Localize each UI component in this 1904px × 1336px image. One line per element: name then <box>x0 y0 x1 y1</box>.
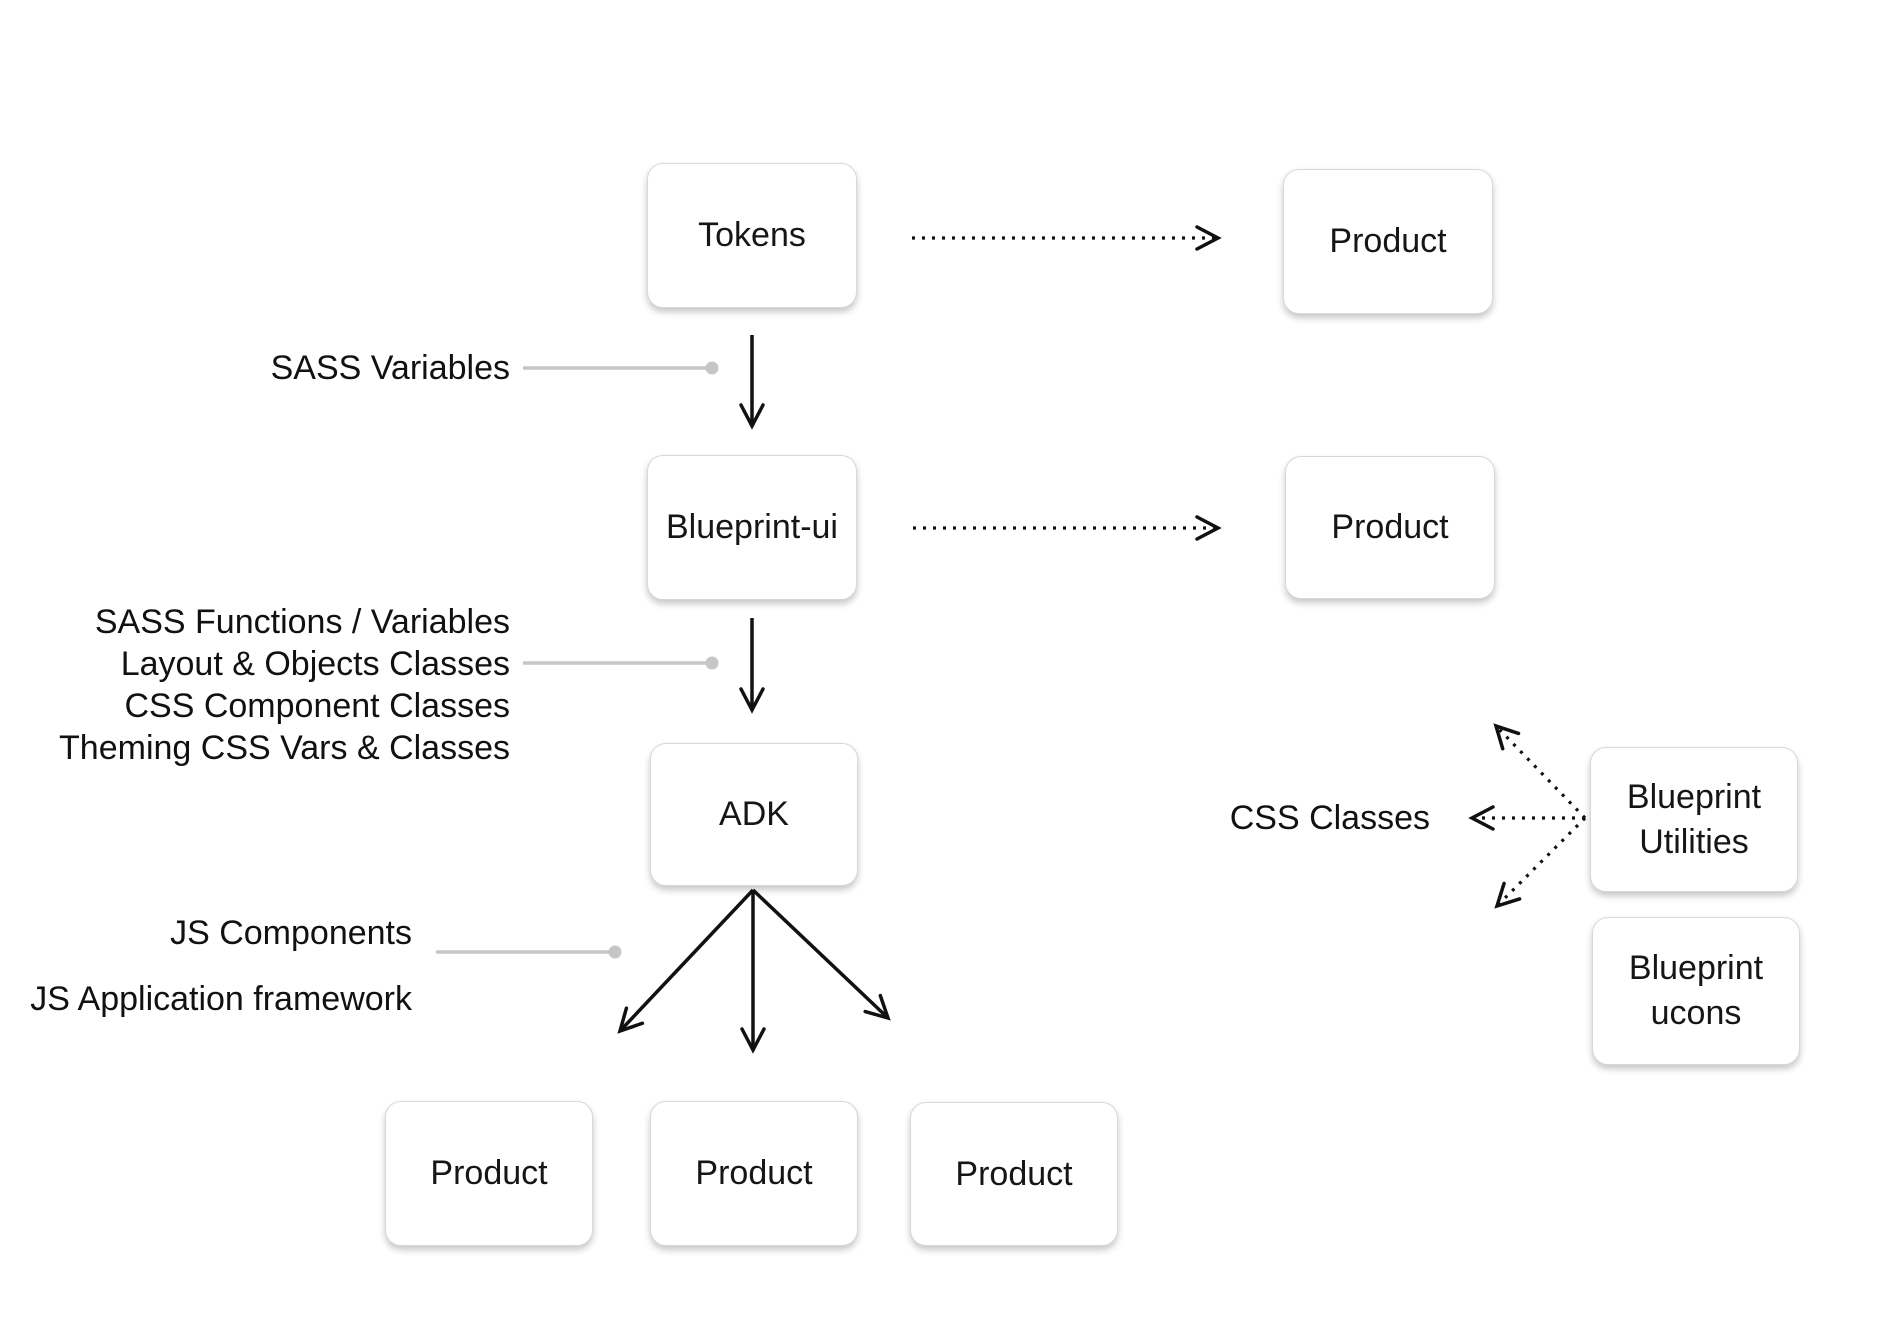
label-js-application-framework: JS Application framework <box>30 980 412 1018</box>
label-theming-css-vars-classes: Theming CSS Vars & Classes <box>59 729 510 767</box>
label-layout-objects-classes: Layout & Objects Classes <box>120 645 510 683</box>
arrow-adk-to-product-right <box>751 888 891 1021</box>
node-product-row1: Product <box>1283 169 1493 314</box>
label-blueprint-ui-outputs: SASS Functions / Variables Layout & Obje… <box>59 601 510 769</box>
label-sass-functions-variables: SASS Functions / Variables <box>94 603 510 641</box>
node-product-bottom-right: Product <box>910 1102 1118 1246</box>
node-blueprint-ucons: Blueprint ucons <box>1592 917 1800 1065</box>
dotted-arrow-utilities-up-left <box>1493 723 1587 820</box>
label-sass-variables: SASS Variables <box>270 349 510 387</box>
label-css-classes: CSS Classes <box>1229 799 1430 837</box>
dotted-arrow-utilities-down-left <box>1494 816 1587 909</box>
node-product-bottom-left: Product <box>385 1101 593 1246</box>
label-js-components: JS Components <box>170 914 412 952</box>
arrow-adk-to-product-left <box>617 888 755 1034</box>
connector-sass-variables-dot <box>705 361 719 375</box>
connector-adk-outputs-dot <box>608 945 622 959</box>
node-product-row2: Product <box>1285 456 1495 599</box>
label-css-component-classes: CSS Component Classes <box>124 687 510 725</box>
node-product-bottom-center: Product <box>650 1101 858 1246</box>
node-blueprint-ui: Blueprint-ui <box>647 455 857 600</box>
node-blueprint-utilities: Blueprint Utilities <box>1590 747 1798 892</box>
node-adk: ADK <box>650 743 858 886</box>
connector-blueprint-ui-outputs-dot <box>705 656 719 670</box>
node-tokens: Tokens <box>647 163 857 308</box>
